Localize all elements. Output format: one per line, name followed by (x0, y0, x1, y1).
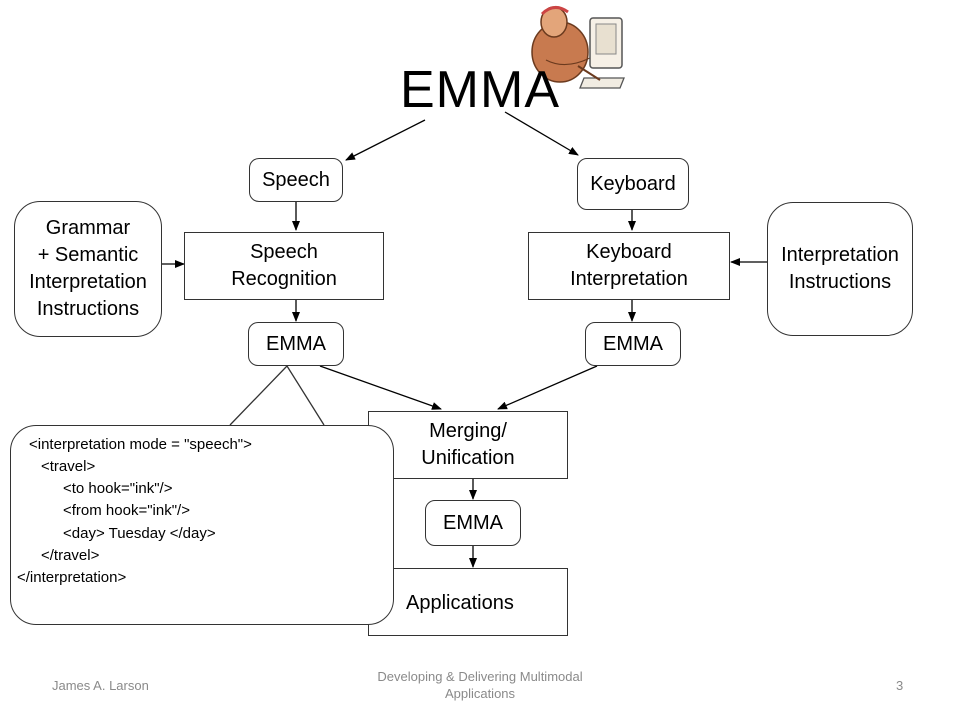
callout-pointer-right (286, 365, 325, 426)
xml-line: <to hook="ink"/> (63, 480, 173, 497)
emma-xml-callout: <interpretation mode = "speech"> <travel… (10, 425, 394, 625)
person-at-computer-icon (531, 6, 625, 89)
arrow-emma-left-to-merging (319, 365, 442, 410)
xml-line: </travel> (41, 547, 100, 564)
xml-line: <travel> (41, 458, 96, 475)
emma-left-box: EMMA (248, 322, 344, 366)
arrow-title-to-keyboard (504, 111, 579, 156)
footer-page-number: 3 (896, 678, 904, 693)
interpretation-instructions-box: Interpretation Instructions (767, 202, 913, 336)
callout-pointer-left (229, 365, 288, 426)
xml-line: <from hook="ink"/> (63, 502, 190, 519)
footer-title: Developing & Delivering Multimodal Appli… (377, 669, 583, 701)
keyboard-box: Keyboard (577, 158, 689, 210)
xml-line: </interpretation> (17, 569, 127, 586)
arrow-title-to-speech (345, 119, 426, 161)
grammar-box: Grammar + Semantic Interpretation Instru… (14, 201, 162, 337)
footer-author: James A. Larson (52, 678, 149, 693)
speech-box: Speech (249, 158, 343, 202)
speech-recognition-box: Speech Recognition (184, 232, 384, 300)
slide-title: EMMA (400, 61, 560, 119)
applications-box: Applications (368, 568, 568, 636)
applications-label: Applications (406, 592, 514, 614)
merging-box: Merging/ Unification (368, 411, 568, 479)
emma-center-box: EMMA (425, 500, 521, 546)
keyboard-interpretation-box: Keyboard Interpretation (528, 232, 730, 300)
arrow-emma-right-to-merging (497, 365, 598, 410)
xml-line: <day> Tuesday </day> (63, 525, 216, 542)
xml-line: <interpretation mode = "speech"> (29, 436, 252, 453)
emma-right-box: EMMA (585, 322, 681, 366)
